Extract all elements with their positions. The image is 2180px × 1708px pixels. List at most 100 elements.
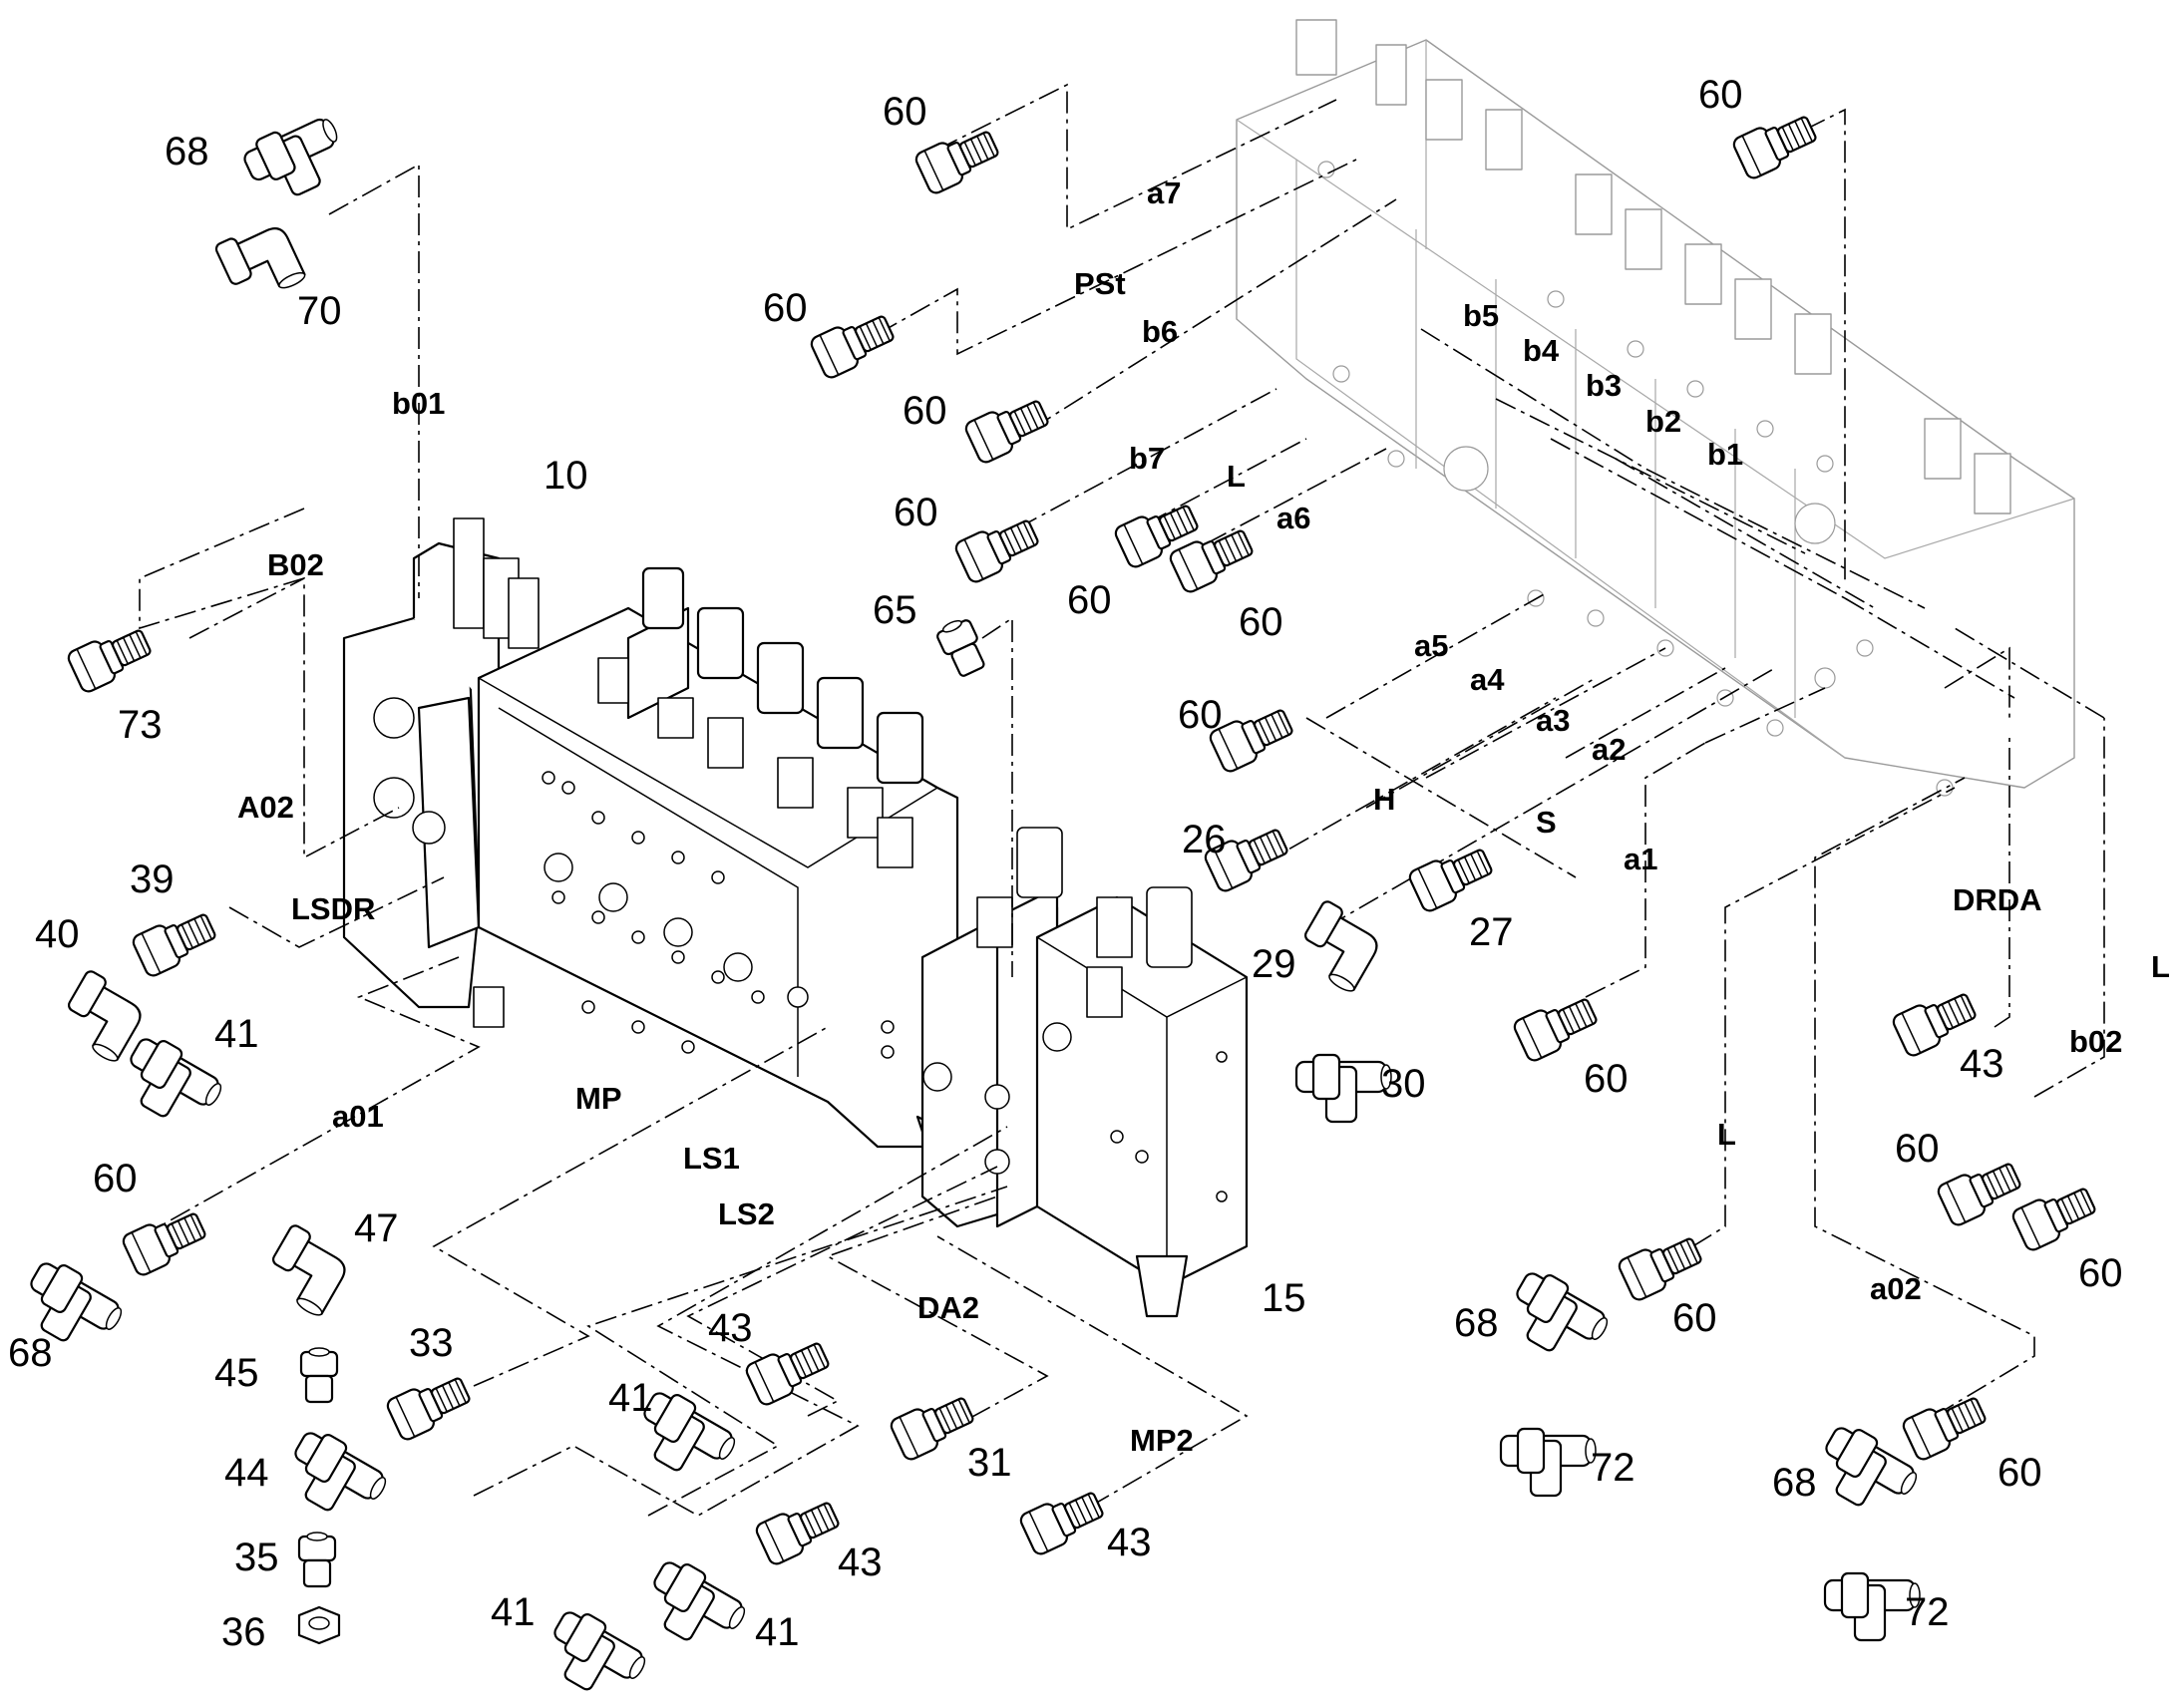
port-label-LSDR: LSDR xyxy=(291,891,375,926)
port-label-b4: b4 xyxy=(1523,333,1560,368)
part-number-33: 33 xyxy=(409,1321,454,1365)
plug-fitting-60 xyxy=(1169,529,1254,593)
tee-fitting-41 xyxy=(653,1561,746,1641)
part-number-60: 60 xyxy=(1584,1057,1629,1101)
port-label-DRDA: DRDA xyxy=(1953,882,2042,917)
part-number-44: 44 xyxy=(224,1451,269,1495)
plug-fitting-60 xyxy=(810,315,895,379)
part-number-68: 68 xyxy=(1454,1301,1499,1345)
elbow-fitting-40 xyxy=(67,970,142,1062)
plug-fitting-60 xyxy=(1937,1163,2021,1226)
port-label-b2: b2 xyxy=(1645,404,1681,439)
part-number-60: 60 xyxy=(763,286,808,330)
part-number-60: 60 xyxy=(883,90,927,134)
plug-fitting-33 xyxy=(386,1377,471,1441)
plug-fitting-73 xyxy=(67,629,152,693)
port-label-MP2: MP2 xyxy=(1130,1423,1194,1458)
leader-lines xyxy=(139,83,2105,1527)
tee-fitting-68 xyxy=(1516,1272,1609,1352)
port-label-a1: a1 xyxy=(1624,842,1657,876)
plug-fitting-43 xyxy=(1019,1492,1104,1555)
port-label-H: H xyxy=(1373,782,1395,817)
plug-fitting-60 xyxy=(2011,1188,2096,1251)
tee-fitting-41 xyxy=(130,1038,222,1118)
part-number-41: 41 xyxy=(491,1590,536,1634)
part-number-43: 43 xyxy=(838,1540,883,1584)
part-number-60: 60 xyxy=(93,1157,138,1200)
port-label-B02: B02 xyxy=(267,547,324,582)
plug-fitting-60 xyxy=(1618,1237,1702,1301)
port-label-DA2: DA2 xyxy=(917,1290,979,1325)
part-number-70: 70 xyxy=(297,289,342,333)
plug-fitting-60 xyxy=(954,519,1039,583)
plug-fitting-60 xyxy=(1114,505,1199,568)
part-number-41: 41 xyxy=(214,1012,259,1056)
port-label-MP: MP xyxy=(575,1081,622,1116)
part-number-35: 35 xyxy=(234,1536,279,1579)
elbow-fitting-29 xyxy=(1303,900,1378,992)
part-number-72: 72 xyxy=(1905,1590,1950,1634)
plug-fitting-60 xyxy=(914,131,999,194)
port-label-b3: b3 xyxy=(1586,368,1622,403)
part-number-73: 73 xyxy=(118,703,163,747)
port-label-L: L xyxy=(1717,1117,1736,1152)
part-number-60: 60 xyxy=(903,389,947,433)
part-number-43: 43 xyxy=(1960,1042,2004,1086)
part-number-43: 43 xyxy=(708,1306,753,1350)
part-number-60: 60 xyxy=(1067,578,1112,622)
plug-fitting-60 xyxy=(964,400,1049,464)
part-number-36: 36 xyxy=(221,1610,266,1654)
tee-fitting-41 xyxy=(553,1611,646,1691)
port-label-a3: a3 xyxy=(1536,703,1570,738)
part-number-15: 15 xyxy=(1262,1276,1306,1320)
part-number-60: 60 xyxy=(1998,1451,2042,1495)
port-label-b6: b6 xyxy=(1142,314,1178,349)
part-number-41: 41 xyxy=(608,1376,653,1420)
part-number-60: 60 xyxy=(1698,73,1743,117)
port-label-a01: a01 xyxy=(332,1099,384,1134)
port-label-a7: a7 xyxy=(1147,175,1181,210)
part-number-10: 10 xyxy=(544,454,588,498)
plug-fitting-60 xyxy=(1513,998,1598,1062)
port-label-a4: a4 xyxy=(1470,662,1505,697)
plug-fitting-27 xyxy=(1408,849,1493,912)
plug-fitting-39 xyxy=(132,913,216,977)
tee-fitting-44 xyxy=(294,1432,387,1512)
port-label-b1: b1 xyxy=(1707,437,1743,472)
fittings-layer xyxy=(30,116,2096,1691)
part-number-60: 60 xyxy=(1895,1127,1940,1171)
part-number-26: 26 xyxy=(1182,818,1227,861)
part-number-31: 31 xyxy=(967,1441,1012,1485)
port-label-A02: A02 xyxy=(237,790,294,825)
tee-fitting-72 xyxy=(1499,1427,1597,1498)
port-label-L: L xyxy=(2151,949,2170,984)
part-number-60: 60 xyxy=(2078,1251,2123,1295)
plug-fitting-26 xyxy=(1204,829,1288,892)
tee-fitting-68 xyxy=(1825,1427,1918,1507)
tee-fitting-41 xyxy=(643,1392,736,1472)
port-label-b02: b02 xyxy=(2069,1024,2122,1059)
part-number-27: 27 xyxy=(1469,910,1514,954)
nipple-fitting-35 xyxy=(297,1532,337,1588)
part-number-60: 60 xyxy=(1239,600,1283,644)
elbow-fitting-47 xyxy=(271,1224,346,1316)
part-number-45: 45 xyxy=(214,1351,259,1395)
plug-fitting-60 xyxy=(122,1212,206,1276)
port-label-a5: a5 xyxy=(1414,628,1448,663)
port-label-LS2: LS2 xyxy=(718,1196,775,1231)
part-number-40: 40 xyxy=(35,912,80,956)
port-label-S: S xyxy=(1536,805,1557,840)
tee-fitting-68 xyxy=(30,1262,123,1342)
ghost-valve-bank xyxy=(1236,19,2075,797)
plug-fitting-60 xyxy=(1732,116,1817,179)
port-label-LS1: LS1 xyxy=(683,1141,740,1176)
port-label-b5: b5 xyxy=(1463,298,1499,333)
port-label-PSt: PSt xyxy=(1074,266,1126,301)
nut-fitting-36 xyxy=(297,1605,341,1645)
nipple-fitting-65 xyxy=(936,619,985,677)
part-number-68: 68 xyxy=(165,130,209,173)
tee-fitting-72 xyxy=(1823,1571,1921,1642)
part-number-41: 41 xyxy=(755,1610,800,1654)
